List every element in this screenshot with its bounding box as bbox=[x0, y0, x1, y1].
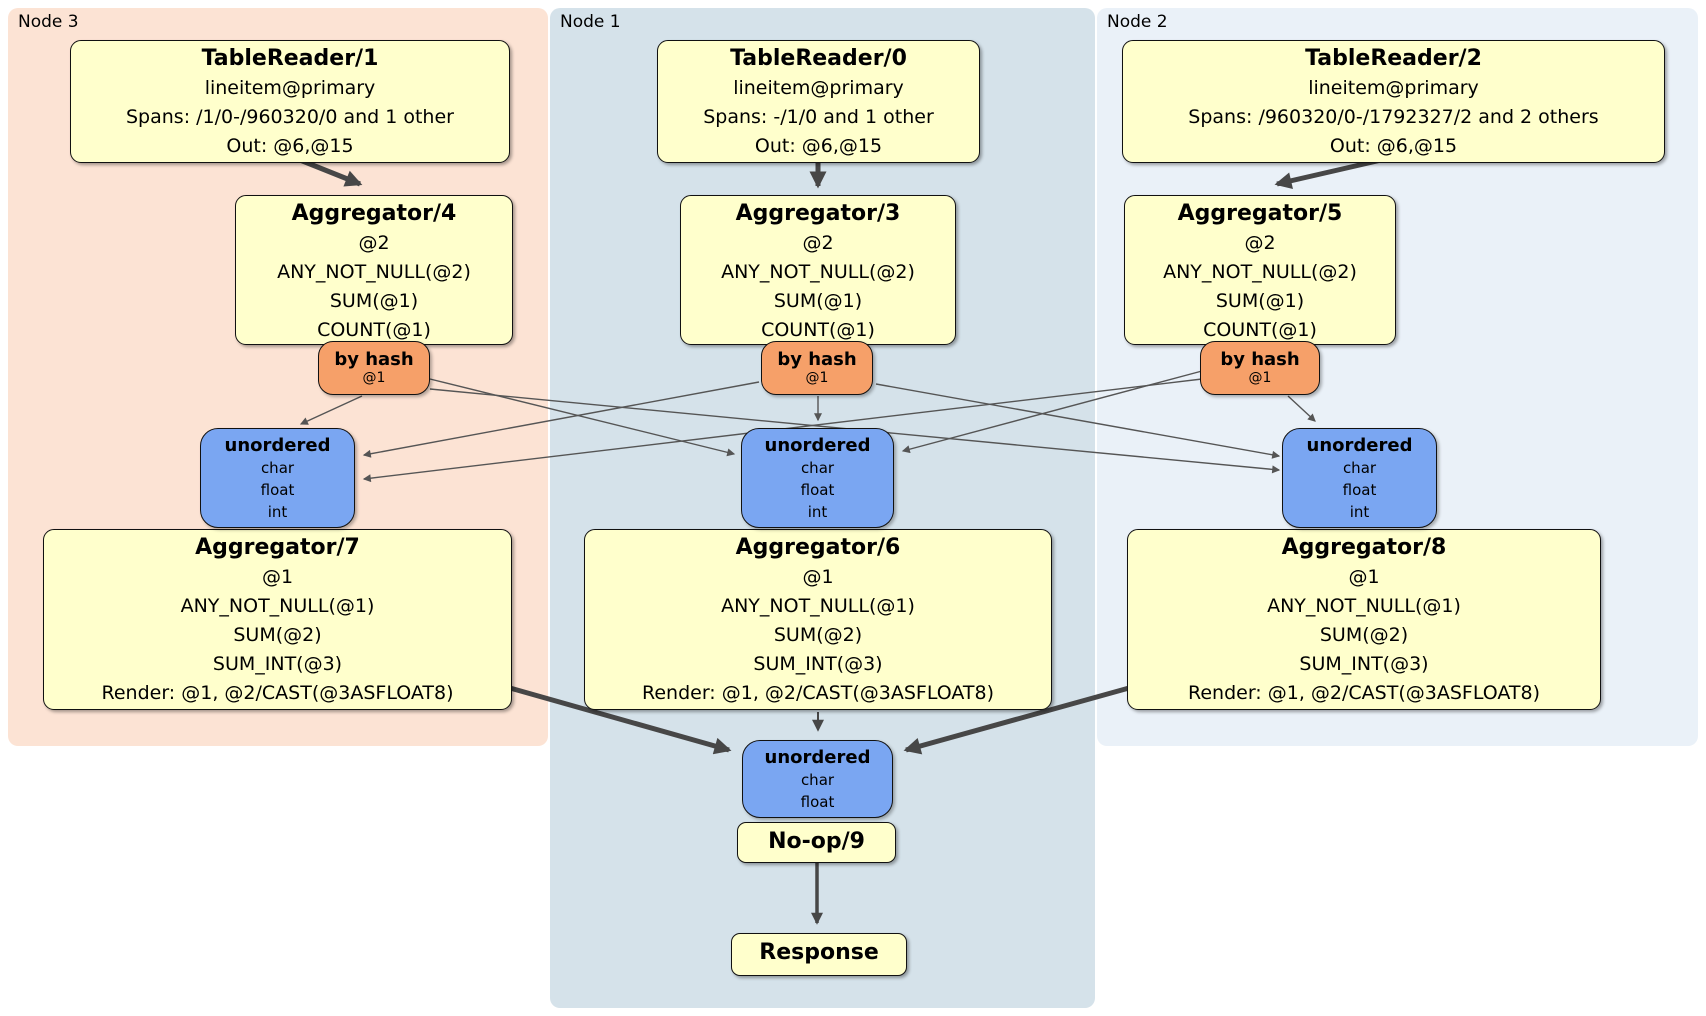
stream-line: char bbox=[1342, 459, 1377, 477]
box-line: SUM(@2) bbox=[773, 624, 863, 646]
box-title: Aggregator/7 bbox=[195, 535, 360, 560]
tablereader-2-box: TableReader/2 lineitem@primary Spans: /9… bbox=[1122, 40, 1665, 163]
tablereader-1-box: TableReader/1 lineitem@primary Spans: /1… bbox=[70, 40, 510, 163]
box-title: Aggregator/4 bbox=[291, 201, 457, 226]
router-line: @1 bbox=[1248, 370, 1272, 386]
box-line: Out: @6,@15 bbox=[754, 135, 883, 157]
byhash-router-node3: by hash @1 bbox=[318, 341, 430, 395]
box-line: lineitem@primary bbox=[1308, 77, 1479, 99]
box-line: @1 bbox=[261, 566, 294, 588]
box-line: SUM_INT(@3) bbox=[212, 653, 343, 675]
stream-line: float bbox=[260, 481, 295, 499]
box-line: @1 bbox=[1348, 566, 1380, 588]
unordered-stream-node2: unordered char float int bbox=[1282, 428, 1437, 528]
stream-title: unordered bbox=[1306, 435, 1413, 456]
box-line: Out: @6,@15 bbox=[226, 135, 354, 157]
router-title: by hash bbox=[334, 349, 414, 370]
edge-byhash3-unordered1 bbox=[429, 378, 736, 457]
edge-byhash1-unordered2 bbox=[875, 383, 1281, 459]
stream-title: unordered bbox=[224, 435, 331, 456]
stream-line: int bbox=[807, 503, 828, 521]
box-line: ANY_NOT_NULL(@2) bbox=[277, 261, 471, 283]
aggregator-4-box: Aggregator/4 @2 ANY_NOT_NULL(@2) SUM(@1)… bbox=[235, 195, 513, 345]
box-title: Aggregator/3 bbox=[735, 201, 901, 226]
stream-line: char bbox=[800, 771, 835, 789]
edge-byhash2-unordered2 bbox=[1287, 395, 1316, 422]
router-title: by hash bbox=[777, 349, 857, 370]
box-line: ANY_NOT_NULL(@1) bbox=[1267, 595, 1461, 617]
stream-line: float bbox=[1342, 481, 1377, 499]
box-line: SUM_INT(@3) bbox=[753, 653, 883, 675]
box-title: TableReader/1 bbox=[201, 46, 379, 71]
aggregator-7-box: Aggregator/7 @1 ANY_NOT_NULL(@1) SUM(@2)… bbox=[43, 529, 512, 710]
box-title: Aggregator/5 bbox=[1177, 201, 1343, 226]
box-line: lineitem@primary bbox=[733, 77, 904, 99]
box-line: Spans: -/1/0 and 1 other bbox=[703, 106, 934, 128]
box-line: SUM(@2) bbox=[233, 624, 322, 646]
edge-agg7-unordered-final bbox=[509, 685, 732, 755]
response-box: Response bbox=[731, 933, 907, 976]
box-line: ANY_NOT_NULL(@1) bbox=[721, 595, 915, 617]
tablereader-0-box: TableReader/0 lineitem@primary Spans: -/… bbox=[657, 40, 980, 163]
box-line: ANY_NOT_NULL(@2) bbox=[1163, 261, 1357, 283]
router-title: by hash bbox=[1220, 349, 1300, 370]
node1-label: Node 1 bbox=[560, 12, 621, 32]
unordered-stream-node3: unordered char float int bbox=[200, 428, 355, 528]
router-line: @1 bbox=[805, 370, 829, 386]
node3-label: Node 3 bbox=[18, 12, 79, 32]
box-line: COUNT(@1) bbox=[1203, 319, 1317, 341]
stream-line: int bbox=[1349, 503, 1370, 521]
box-line: SUM(@1) bbox=[1215, 290, 1305, 312]
box-line: ANY_NOT_NULL(@1) bbox=[180, 595, 375, 617]
aggregator-8-box: Aggregator/8 @1 ANY_NOT_NULL(@1) SUM(@2)… bbox=[1127, 529, 1601, 710]
box-line: @2 bbox=[1244, 232, 1276, 254]
box-line: Out: @6,@15 bbox=[1329, 135, 1458, 157]
box-line: SUM(@2) bbox=[1319, 624, 1409, 646]
box-title: TableReader/0 bbox=[730, 46, 907, 71]
box-title: Aggregator/6 bbox=[735, 535, 901, 560]
box-title: No-op/9 bbox=[768, 829, 865, 854]
box-line: @1 bbox=[802, 566, 834, 588]
stream-line: char bbox=[800, 459, 835, 477]
unordered-stream-final: unordered char float bbox=[742, 740, 893, 818]
byhash-router-node2: by hash @1 bbox=[1200, 341, 1320, 395]
noop-9-box: No-op/9 bbox=[737, 822, 896, 863]
edge-byhash3-unordered3 bbox=[299, 395, 363, 425]
router-line: @1 bbox=[362, 370, 386, 386]
aggregator-6-box: Aggregator/6 @1 ANY_NOT_NULL(@1) SUM(@2)… bbox=[584, 529, 1052, 710]
box-line: Render: @1, @2/CAST(@3ASFLOAT8) bbox=[1188, 682, 1540, 704]
byhash-router-node1: by hash @1 bbox=[761, 341, 873, 395]
stream-line: int bbox=[267, 503, 288, 521]
edge-byhash1-unordered3 bbox=[362, 381, 760, 458]
box-line: SUM_INT(@3) bbox=[1299, 653, 1429, 675]
box-line: COUNT(@1) bbox=[317, 319, 431, 341]
stream-title: unordered bbox=[764, 435, 871, 456]
node2-label: Node 2 bbox=[1107, 12, 1168, 32]
aggregator-3-box: Aggregator/3 @2 ANY_NOT_NULL(@2) SUM(@1)… bbox=[680, 195, 956, 345]
stream-line: char bbox=[260, 459, 295, 477]
aggregator-5-box: Aggregator/5 @2 ANY_NOT_NULL(@2) SUM(@1)… bbox=[1124, 195, 1396, 345]
stream-line: float bbox=[800, 481, 835, 499]
box-line: SUM(@1) bbox=[329, 290, 419, 312]
box-line: @2 bbox=[802, 232, 834, 254]
edge-byhash2-unordered1 bbox=[901, 370, 1203, 454]
box-title: TableReader/2 bbox=[1305, 46, 1482, 71]
box-line: Render: @1, @2/CAST(@3ASFLOAT8) bbox=[101, 682, 454, 704]
box-line: Spans: /960320/0-/1792327/2 and 2 others bbox=[1188, 106, 1599, 128]
stream-line: float bbox=[800, 793, 835, 811]
unordered-stream-node1: unordered char float int bbox=[741, 428, 894, 528]
box-line: Spans: /1/0-/960320/0 and 1 other bbox=[126, 106, 454, 128]
box-title: Response bbox=[759, 940, 879, 965]
stream-title: unordered bbox=[764, 747, 871, 768]
box-line: SUM(@1) bbox=[773, 290, 863, 312]
edge-agg8-unordered-final bbox=[903, 685, 1130, 755]
box-line: ANY_NOT_NULL(@2) bbox=[721, 261, 915, 283]
box-line: lineitem@primary bbox=[204, 77, 376, 99]
box-title: Aggregator/8 bbox=[1281, 535, 1447, 560]
box-line: COUNT(@1) bbox=[761, 319, 875, 341]
box-line: @2 bbox=[358, 232, 390, 254]
box-line: Render: @1, @2/CAST(@3ASFLOAT8) bbox=[642, 682, 994, 704]
